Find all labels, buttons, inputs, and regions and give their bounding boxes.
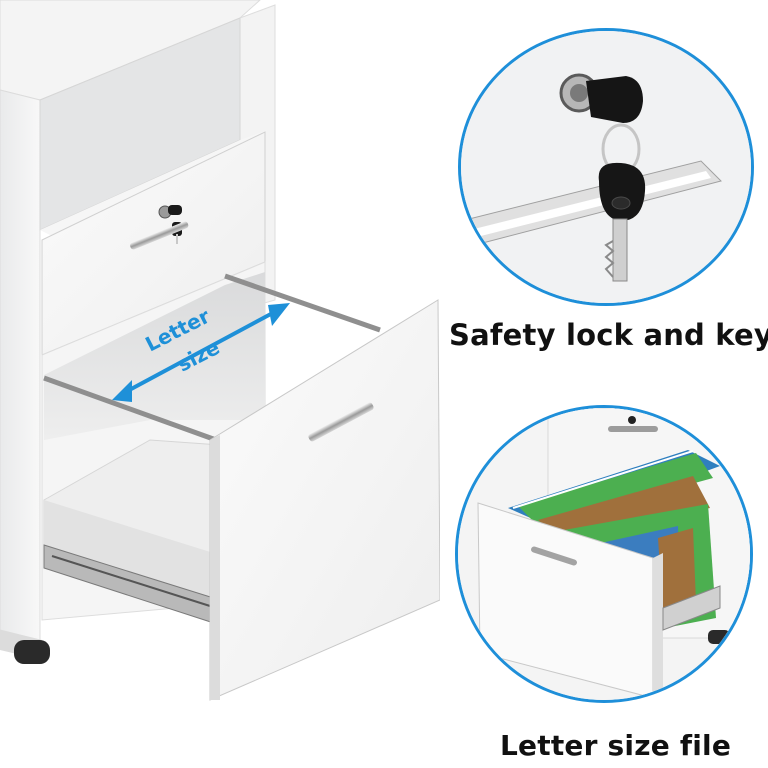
- cabinet-side: [0, 89, 41, 641]
- lock-closeup-circle: [458, 28, 754, 306]
- cabinet-illustration: Letter size: [0, 0, 440, 701]
- closeup-caster: [708, 630, 730, 644]
- double-arrow-icon: [112, 303, 290, 402]
- shelf-bottom: [40, 130, 268, 240]
- key-icon: [586, 76, 643, 123]
- file-closeup: [458, 408, 750, 700]
- lock-caption: Safety lock and keys: [449, 318, 768, 352]
- lock-closeup: [461, 31, 751, 303]
- closeup-drawer-handle: [531, 546, 577, 566]
- closeup-top-handle: [608, 426, 658, 432]
- caster-wheel: [14, 640, 50, 664]
- file-rail-bottom: [43, 375, 231, 448]
- file-drawer-handle: [308, 402, 374, 442]
- top-drawer-handle: [130, 221, 189, 250]
- file-closeup-circle: [455, 405, 753, 703]
- file-caption: Letter size file: [500, 729, 732, 762]
- hanging-key: [598, 162, 646, 282]
- file-rail-top: [224, 273, 381, 333]
